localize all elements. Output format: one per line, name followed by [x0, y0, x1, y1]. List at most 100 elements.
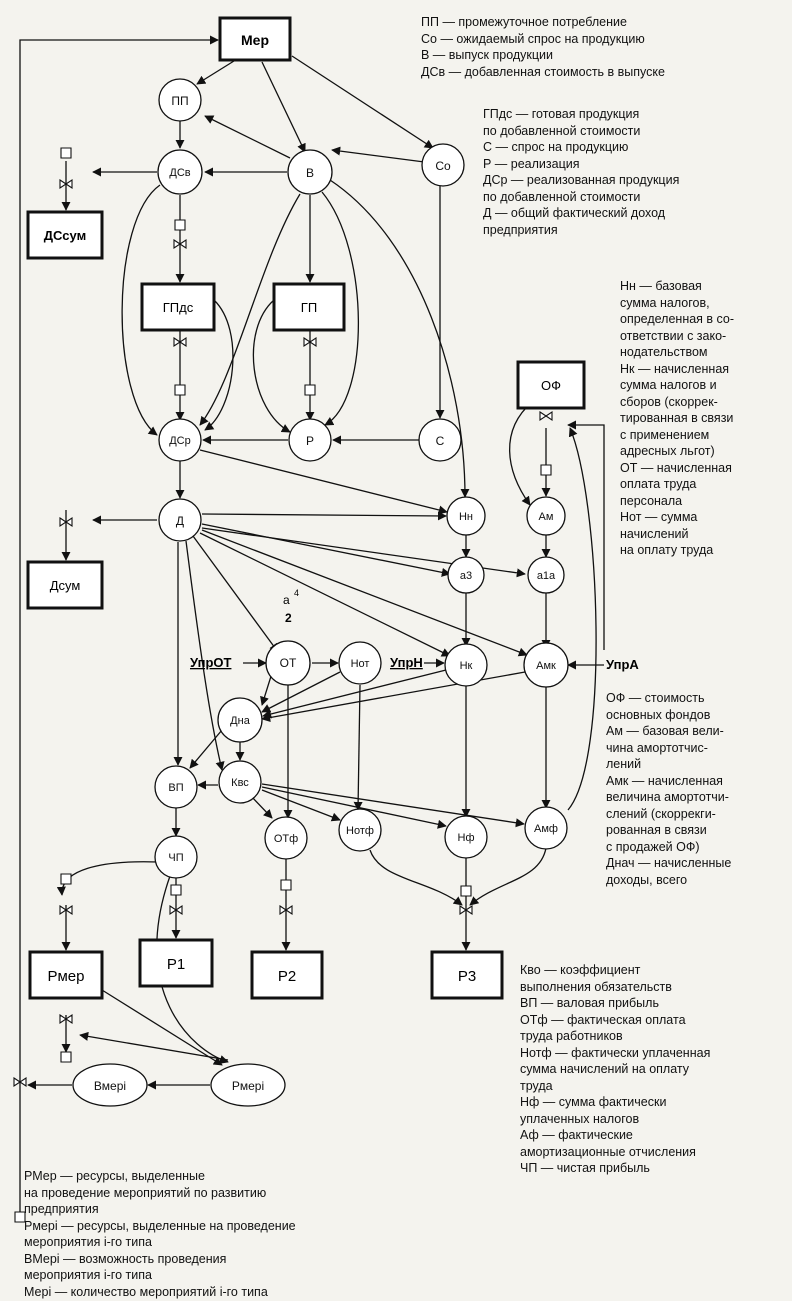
valve-icon	[459, 904, 473, 916]
stock-layer: Мер ДСсум ГПдс ГП ОФ Дсум Рмер Р1	[26, 16, 586, 1000]
aux-dsr: ДСр	[158, 418, 202, 462]
edge-dsr-nn	[199, 449, 448, 515]
aux-r-label: Р	[306, 434, 314, 448]
valve-icon	[173, 238, 187, 250]
legend-resources: РМер — ресурсы, выделенные на проведение…	[24, 1169, 296, 1299]
aux-d: Д	[158, 498, 202, 542]
aux-dsr-label: ДСр	[169, 435, 191, 447]
aux-not: Нот	[338, 641, 382, 685]
edge-so-v	[331, 146, 433, 164]
edge-notf-p3	[369, 849, 463, 906]
legend-fixed-assets: ОФ — стоимость основных фондов Ам — базо…	[606, 691, 732, 887]
valve-icon	[14, 1211, 26, 1223]
mark-2: 2	[285, 611, 292, 625]
aux-nk-label: Нк	[460, 660, 473, 672]
stock-p1-label: Р1	[167, 956, 185, 973]
aux-vp-label: ВП	[168, 782, 183, 794]
aux-vp: ВП	[154, 765, 198, 809]
control-labels: УпрОТ УпрН УпрА а 4 2	[190, 588, 639, 672]
valve-icon	[60, 1051, 72, 1063]
valve-icon	[539, 410, 553, 422]
edge-v-dsr	[199, 193, 301, 426]
edge-mer-so	[291, 55, 434, 149]
edge-v-r	[321, 191, 359, 426]
edge-rmeri-rmer	[79, 1031, 229, 1061]
stock-p2: Р2	[250, 950, 324, 1000]
aux-s: С	[418, 418, 462, 462]
aux-kvo: Квс	[218, 760, 262, 804]
aux-so-label: Со	[435, 159, 451, 173]
valve-icon	[540, 464, 552, 476]
aux-rmeri-label: Рмерi	[232, 1079, 264, 1093]
valve-icon	[170, 884, 182, 896]
aux-amk-label: Амк	[536, 660, 556, 672]
stock-of: ОФ	[516, 360, 586, 410]
aux-otf: ОТф	[264, 816, 308, 860]
aux-amf-label: Амф	[534, 823, 558, 835]
aux-nf: Нф	[444, 815, 488, 859]
edge-rmer-rmeri	[101, 989, 223, 1066]
stock-rmer-label: Рмер	[47, 968, 84, 985]
edge-kvs-amf	[261, 783, 525, 828]
valve-icon	[59, 178, 73, 190]
valve-icon	[59, 516, 73, 528]
stock-gp: ГП	[272, 282, 346, 332]
mark-a: а	[283, 593, 290, 607]
mark-a-sup: 4	[294, 588, 299, 598]
aux-dnach: Дна	[217, 697, 263, 743]
stock-gp-label: ГП	[301, 300, 317, 315]
edge-mer-v	[261, 61, 306, 153]
aux-dsv: ДСв	[157, 149, 203, 195]
stock-dssum-label: ДСсум	[44, 228, 86, 243]
edge-ot-dnach	[260, 672, 273, 706]
aux-ot-label: ОТ	[280, 656, 297, 670]
valve-icon	[169, 904, 183, 916]
stock-gpds-label: ГПдс	[163, 300, 194, 315]
aux-s-label: С	[436, 434, 445, 448]
valve-icon	[174, 219, 186, 231]
aux-nf-label: Нф	[458, 832, 475, 844]
edge-layer	[19, 35, 605, 1212]
edge-d-kvs	[185, 540, 225, 771]
aux-vmeri-label: Вмерi	[94, 1079, 126, 1093]
stock-p3: Р3	[430, 950, 504, 1000]
aux-so: Со	[421, 143, 465, 187]
valve-icon	[60, 147, 72, 159]
valve-icon	[59, 1013, 73, 1025]
aux-a3-label: а3	[460, 570, 472, 582]
control-upr-ot: УпрОТ	[190, 655, 231, 670]
aux-pp-label: ПП	[171, 94, 188, 108]
stock-mer: Мер	[218, 16, 292, 62]
valve-icon	[60, 873, 72, 885]
aux-r: Р	[288, 418, 332, 462]
valve-icon	[59, 904, 73, 916]
edge-d-amk	[201, 529, 528, 657]
edge-kvs-nf	[261, 786, 447, 829]
edge-v-pp	[204, 115, 291, 159]
stock-p3-label: Р3	[458, 968, 476, 985]
aux-amf: Амф	[524, 806, 568, 850]
aux-nk: Нк	[444, 643, 488, 687]
aux-dnach-label: Дна	[230, 715, 251, 727]
valve-icon	[279, 904, 293, 916]
stock-rmer: Рмер	[28, 950, 104, 1000]
edge-kvs-notf	[261, 789, 341, 822]
aux-notf-label: Нотф	[346, 825, 374, 837]
stock-dsum: Дсум	[26, 560, 104, 610]
edge-d-a3	[201, 523, 451, 577]
aux-pp: ПП	[158, 78, 202, 122]
edge-v-nn	[329, 179, 470, 498]
aux-amk: Амк	[523, 642, 569, 688]
aux-v-label: В	[306, 166, 314, 180]
stock-gpds: ГПдс	[140, 282, 216, 332]
edge-amf-of	[567, 427, 597, 811]
stock-dssum: ДСсум	[26, 210, 104, 260]
aux-am-label: Ам	[539, 511, 554, 523]
stock-dsum-label: Дсум	[50, 578, 81, 593]
edge-upra-of	[567, 420, 605, 650]
valve-icon	[303, 336, 317, 348]
aux-chp-label: ЧП	[168, 852, 183, 864]
aux-rmeri: Рмерi	[210, 1063, 286, 1107]
aux-nn-label: Нн	[459, 511, 473, 523]
